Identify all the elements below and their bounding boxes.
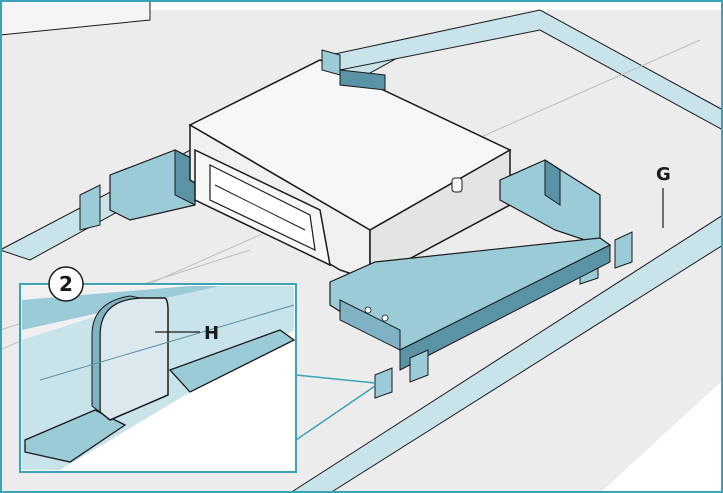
screw-hole xyxy=(381,314,389,322)
rear-tab xyxy=(321,49,341,76)
rail-g xyxy=(289,214,723,493)
right-rear-bracket-side xyxy=(544,159,561,206)
tab-h-edge xyxy=(91,295,141,413)
front-tab-2 xyxy=(409,349,429,383)
screw-hole xyxy=(364,306,372,314)
inset-connector-bottom xyxy=(295,385,376,441)
inset-connector-top xyxy=(295,374,376,384)
inset-base-plate-right xyxy=(168,329,296,393)
duct-louvre xyxy=(214,184,306,231)
label-g: G xyxy=(656,164,671,185)
step-number: 2 xyxy=(59,272,73,296)
inset-base-plate xyxy=(24,409,127,463)
right-rear-tab xyxy=(614,231,633,269)
ceiling-tile-corner xyxy=(0,0,151,36)
unit-port xyxy=(451,177,463,193)
inset-rail-line xyxy=(39,304,295,381)
detail-inset xyxy=(19,283,297,473)
rear-bracket xyxy=(339,69,386,91)
front-bracket-lip xyxy=(339,299,401,351)
left-tab xyxy=(79,184,101,231)
duct-opening xyxy=(209,164,316,252)
label-h: H xyxy=(204,323,219,344)
front-tab xyxy=(374,367,393,399)
front-bracket-edge xyxy=(399,244,611,371)
step-badge xyxy=(48,266,84,302)
